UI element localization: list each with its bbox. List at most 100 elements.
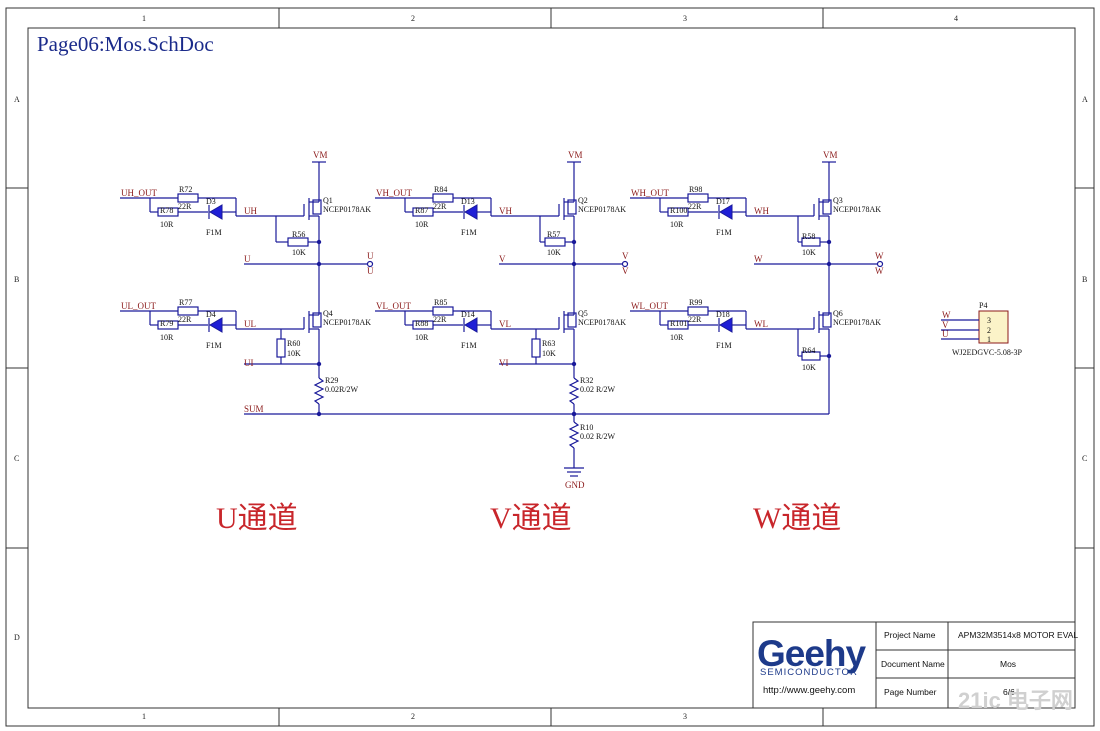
net-v: V [499, 254, 506, 264]
junction-dot [316, 361, 322, 367]
ref-q4: Q4 [323, 309, 333, 318]
ref-r100: R100 [670, 206, 687, 215]
net-vl-out: VL_OUT [376, 301, 411, 311]
ref-p4: P4 [979, 301, 987, 310]
ref-r88: R88 [415, 319, 428, 328]
resistor-r84 [432, 193, 454, 203]
val-r77: 22R [178, 315, 192, 324]
net-vl: VL [499, 319, 511, 329]
net-wl-out: WL_OUT [631, 301, 668, 311]
document-name-value: Mos [1000, 659, 1016, 669]
mosfet-q1-body-diode [312, 199, 322, 215]
val-d4: F1M [206, 341, 222, 350]
val-q1: NCEP0178AK [323, 205, 371, 214]
channel-label-v: V通道 [490, 502, 572, 535]
page-number-label: Page Number [884, 687, 937, 697]
channel-label-w: W通道 [753, 502, 841, 535]
val-r78: 10R [160, 220, 174, 229]
grid-row-d-left: D [14, 633, 20, 642]
ref-r84: R84 [434, 185, 447, 194]
port-w-label-bottom: W [875, 266, 884, 276]
ref-r87: R87 [415, 206, 428, 215]
resistor-r57 [544, 237, 566, 247]
port-v-label-top: V [622, 251, 629, 261]
title-block: Geehy SEMICONDUCTOR http://www.geehy.com… [752, 621, 1078, 709]
val-d17: F1M [716, 228, 732, 237]
val-p4: WJ2EDGVC-5.08-3P [952, 348, 1023, 357]
component-labels: R72 22R R78 10R D3 F1M R56 10K Q1 NCEP01… [160, 185, 1023, 441]
ref-q5: Q5 [578, 309, 588, 318]
inner-frame [27, 27, 1076, 709]
diode-d13-icon [464, 204, 478, 220]
val-d18: F1M [716, 341, 732, 350]
val-r88: 10R [415, 333, 429, 342]
val-q3: NCEP0178AK [833, 205, 881, 214]
ref-r85: R85 [434, 298, 447, 307]
ref-r72: R72 [179, 185, 192, 194]
ref-q1: Q1 [323, 196, 333, 205]
net-uh-out: UH_OUT [121, 188, 157, 198]
grid-row-a-left: A [14, 95, 20, 104]
project-name-label: Project Name [884, 630, 936, 640]
resistor-r98 [687, 193, 709, 203]
resistor-r99 [687, 306, 709, 316]
grid-labels: 1 2 3 4 1 2 3 A B C D A B C [14, 14, 1088, 721]
ref-d3: D3 [206, 197, 216, 206]
grid-col-1-bottom: 1 [142, 712, 146, 721]
grid-col-4-top: 4 [954, 14, 958, 23]
p4-pin-1: 1 [987, 335, 991, 344]
diode-d4-icon [209, 317, 223, 333]
ref-r63: R63 [542, 339, 555, 348]
grid-col-1-top: 1 [142, 14, 146, 23]
grid-row-b-left: B [14, 275, 19, 284]
net-ul-out: UL_OUT [121, 301, 156, 311]
grid-row-c-left: C [14, 454, 19, 463]
val-r63: 10K [542, 349, 556, 358]
mosfet-q5-body-diode [567, 312, 577, 328]
val-r32: 0.02 R/2W [580, 385, 616, 394]
val-r64: 10K [802, 363, 816, 372]
diode-d18-icon [719, 317, 733, 333]
val-r10: 0.02 R/2W [580, 432, 616, 441]
port-u-icon [366, 260, 374, 268]
val-r29: 0.02R/2W [325, 385, 359, 394]
val-r60: 10K [287, 349, 301, 358]
ref-d18: D18 [716, 310, 730, 319]
resistor-r32 [568, 377, 580, 405]
junction-dot [571, 411, 577, 417]
ref-d13: D13 [461, 197, 475, 206]
val-q6: NCEP0178AK [833, 318, 881, 327]
ref-r99: R99 [689, 298, 702, 307]
port-v-icon [621, 260, 629, 268]
net-wh-out: WH_OUT [631, 188, 669, 198]
val-r87: 10R [415, 220, 429, 229]
ref-r56: R56 [292, 230, 305, 239]
val-r79: 10R [160, 333, 174, 342]
ref-r10: R10 [580, 423, 593, 432]
net-w: W [754, 254, 763, 264]
val-d13: F1M [461, 228, 477, 237]
diode-d17-icon [719, 204, 733, 220]
resistor-r85 [432, 306, 454, 316]
grid-col-2-bottom: 2 [411, 712, 415, 721]
net-vh-out: VH_OUT [376, 188, 412, 198]
net-vm-u: VM [313, 150, 328, 160]
net-vm-v: VM [568, 150, 583, 160]
diode-d3-icon [209, 204, 223, 220]
ref-r60: R60 [287, 339, 300, 348]
val-r101: 10R [670, 333, 684, 342]
document-name-label: Document Name [881, 659, 945, 669]
grid-col-3-top: 3 [683, 14, 687, 23]
grid-col-3-bottom: 3 [683, 712, 687, 721]
val-q5: NCEP0178AK [578, 318, 626, 327]
net-gnd: GND [565, 480, 585, 490]
connector-p4-body [978, 310, 1009, 344]
p4-net-v: V [942, 320, 949, 330]
ref-r64: R64 [802, 346, 815, 355]
val-d3: F1M [206, 228, 222, 237]
company-logo: Geehy [757, 633, 867, 674]
val-r85: 22R [433, 315, 447, 324]
grid-dividers [6, 8, 1094, 726]
net-vm-w: VM [823, 150, 838, 160]
